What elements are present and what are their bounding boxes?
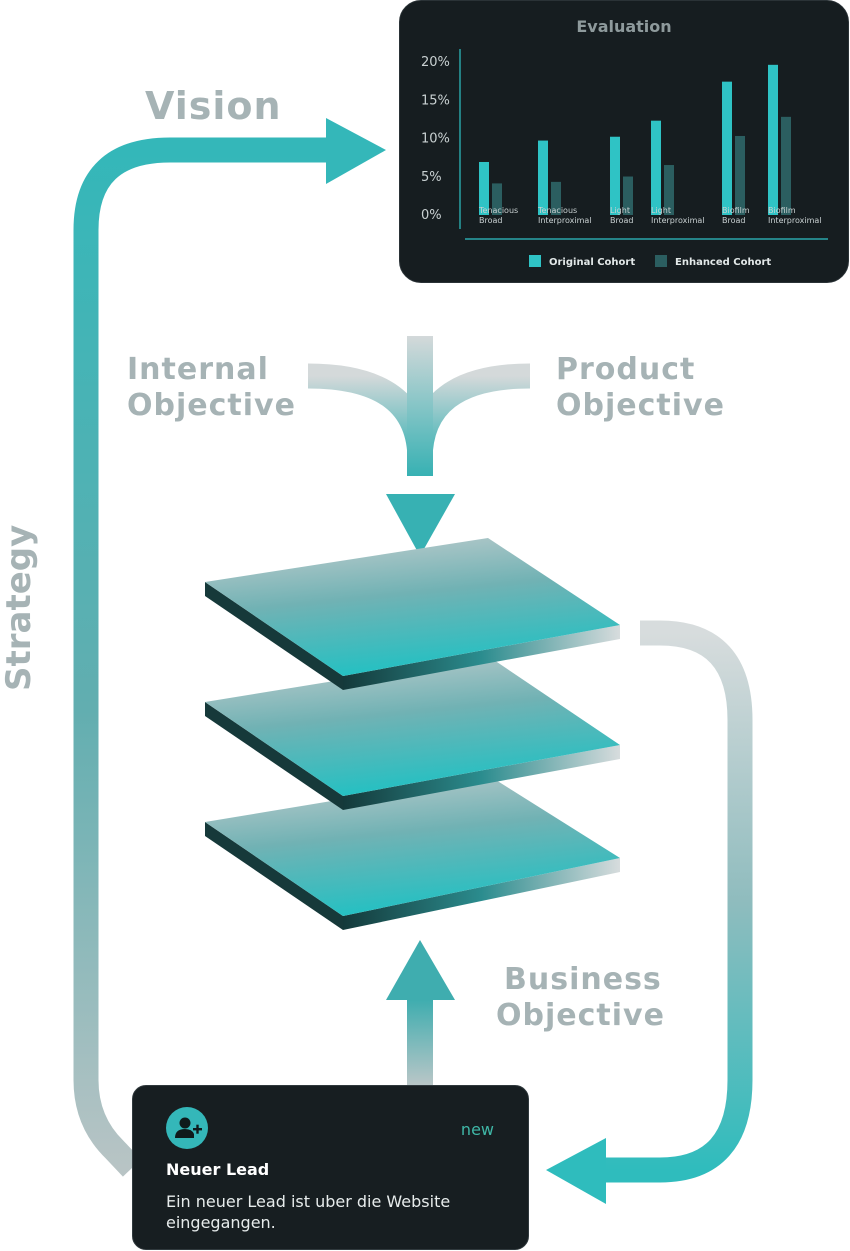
x-tick-label: Broad [722,216,745,225]
business-objective-label: Business Objective [496,962,665,1033]
avatar [166,1107,208,1149]
add-user-icon [175,1117,202,1138]
x-tick-label: Biofilm [768,206,796,215]
bar-enhanced [623,176,633,215]
bar-enhanced [664,165,674,215]
bar-enhanced [492,183,502,215]
x-tick-label: Interproximal [651,216,705,225]
bar-original [538,140,548,215]
vision-label: Vision [145,84,282,128]
x-tick-label: Tenacious [478,206,518,215]
product-objective-label: Product Objective [556,352,725,423]
evaluation-title: Evaluation [576,17,672,36]
status-badge: new [460,1120,494,1139]
legend-swatch [655,255,667,267]
x-tick-label: Broad [610,216,633,225]
x-tick-label: Interproximal [768,216,822,225]
x-tick-label: Broad [479,216,502,225]
notification-title: Neuer Lead [166,1160,270,1179]
x-tick-label: Light [651,206,671,215]
x-tick-label: Tenacious [537,206,577,215]
x-tick-label: Interproximal [538,216,592,225]
bar-original [651,120,661,215]
bar-enhanced [781,116,791,215]
bar-original [768,64,778,215]
y-tick-label: 0% [421,208,442,223]
bar-original [479,161,489,215]
internal-objective-label: Internal Objective [127,352,296,423]
y-tick-label: 15% [421,93,450,108]
legend-label: Original Cohort [549,257,635,268]
x-tick-label: Biofilm [722,206,750,215]
bar-original [610,136,620,215]
y-tick-label: 10% [421,132,450,147]
strategy-label: Strategy [0,524,39,691]
bar-original [722,81,732,215]
legend-swatch [529,255,541,267]
y-tick-label: 5% [421,170,442,185]
x-tick-label: Light [610,206,630,215]
legend-label: Enhanced Cohort [675,257,771,268]
bar-enhanced [735,135,745,215]
evaluation-chart: 20%15%10%5%0%TenaciousBroadTenaciousInte… [421,49,828,268]
notification-message: Ein neuer Lead ist uber die Website eing… [166,1192,451,1232]
bar-enhanced [551,181,561,215]
notification-card[interactable]: new Neuer Lead Ein neuer Lead ist uber d… [132,1085,529,1250]
y-tick-label: 20% [421,55,450,70]
